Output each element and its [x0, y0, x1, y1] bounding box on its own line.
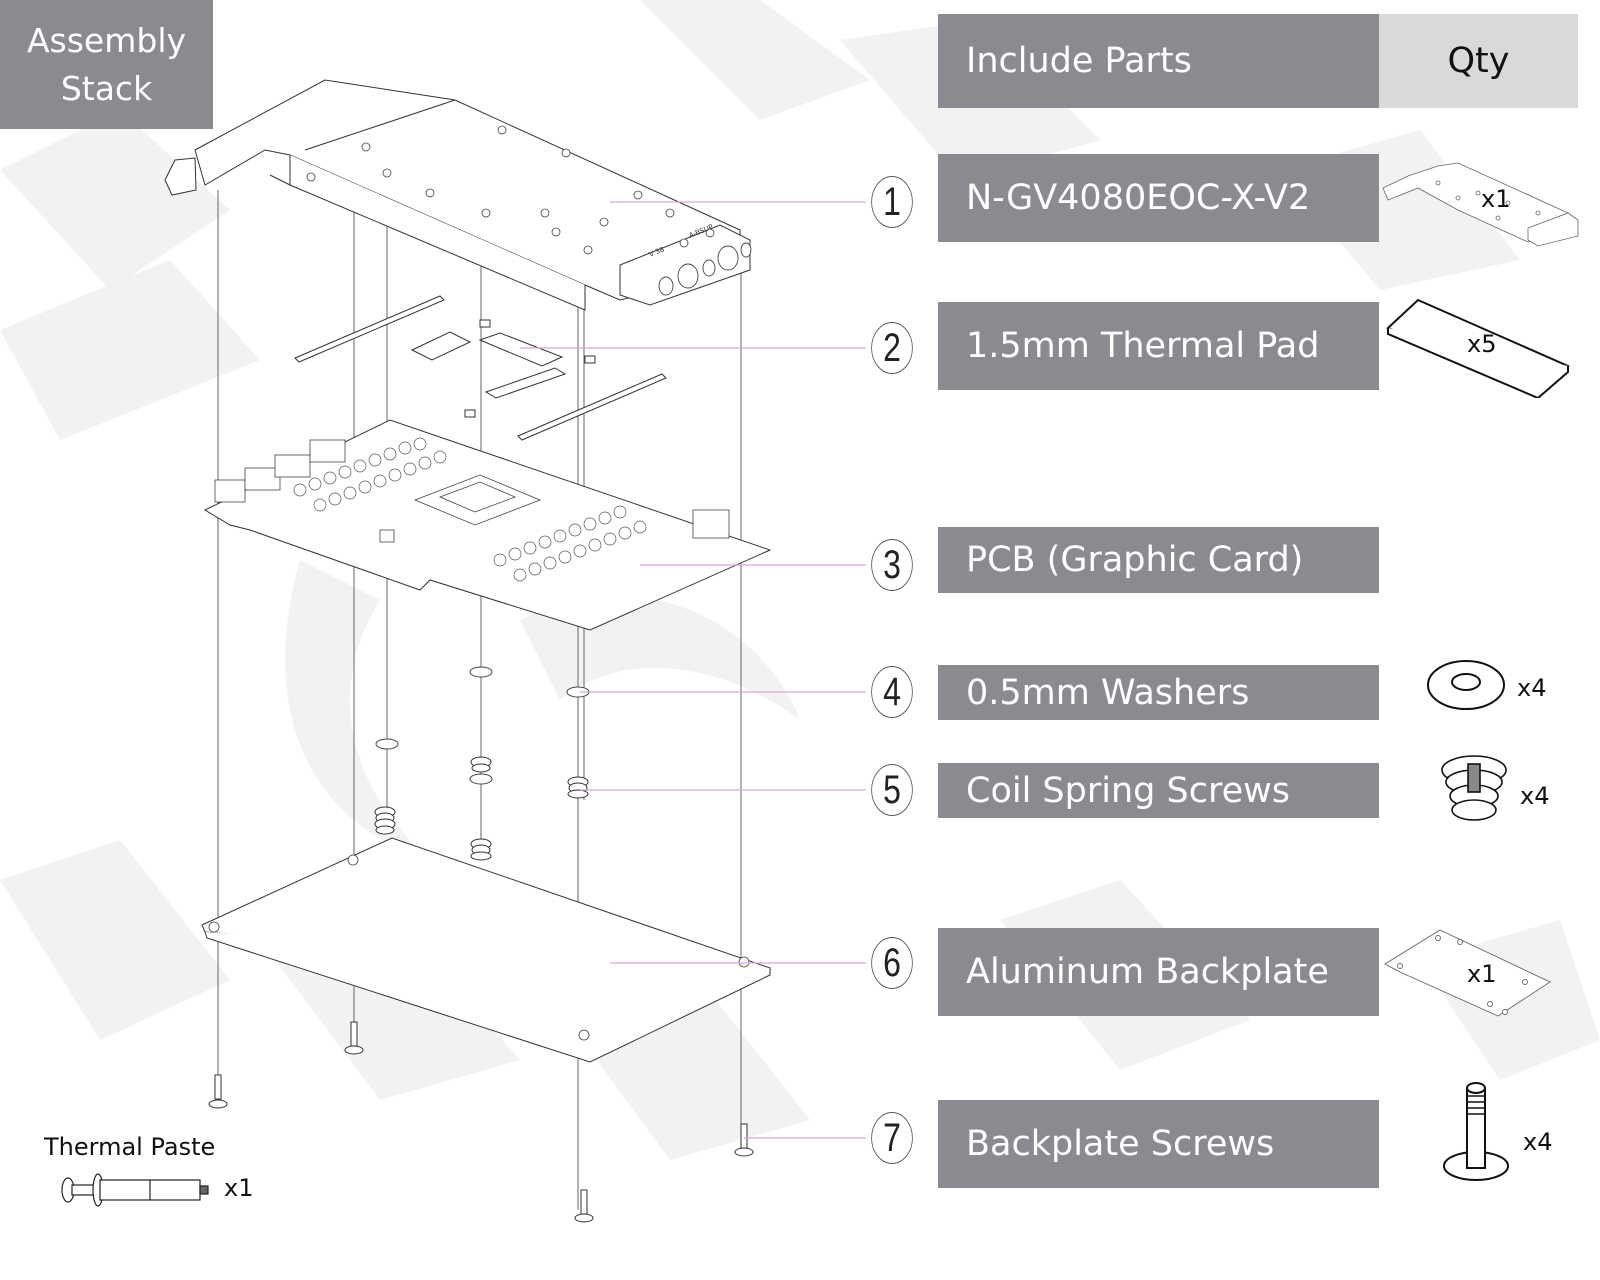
part-row-3-name: PCB (Graphic Card)	[938, 527, 1379, 593]
backplate-icon	[1384, 929, 1551, 1017]
waterblock-drawing: A-BSUP V 38	[164, 79, 752, 311]
washer-icon	[1427, 660, 1505, 710]
part-row-5-name: Coil Spring Screws	[938, 763, 1379, 818]
qty-row-6: x1	[1467, 960, 1497, 988]
syringe-icon	[61, 1173, 209, 1207]
exploded-diagram: A-BSUP V 38	[61, 79, 866, 1223]
callout-6: 6	[871, 937, 913, 989]
part-row-2-name: 1.5mm Thermal Pad	[938, 302, 1379, 390]
backplate-screw-icon	[1443, 1082, 1509, 1181]
callout-7: 7	[871, 1112, 913, 1164]
part-row-6-name: Aluminum Backplate	[938, 928, 1379, 1016]
callout-3: 3	[871, 539, 913, 591]
waterblock-icon	[1382, 162, 1579, 247]
qty-header: Qty	[1379, 14, 1578, 108]
part-row-1-name: N-GV4080EOC-X-V2	[938, 154, 1379, 242]
callout-2: 2	[871, 322, 913, 374]
part-row-4-name: 0.5mm Washers	[938, 665, 1379, 720]
assembly-title-line2: Stack	[60, 68, 153, 108]
include-parts-header: Include Parts	[938, 14, 1379, 108]
thermal-paste-label: Thermal Paste	[44, 1133, 216, 1161]
parts-table-header: Include Parts Qty	[938, 14, 1578, 108]
qty-row-7: x4	[1523, 1128, 1553, 1156]
backplate-drawing	[201, 837, 772, 1063]
coil-springs-drawing	[374, 756, 589, 861]
thermal-pad-icon	[1386, 298, 1570, 398]
qty-row-5: x4	[1520, 782, 1550, 810]
backplate-screws-drawing	[208, 1021, 754, 1223]
callout-1: 1	[871, 176, 913, 228]
callout-4: 4	[871, 666, 913, 718]
assembly-title-line1: Assembly	[26, 20, 187, 60]
qty-row-2: x5	[1467, 330, 1497, 358]
thermal-paste-qty: x1	[224, 1174, 254, 1202]
callout-5: 5	[871, 764, 913, 816]
qty-row-4: x4	[1517, 674, 1547, 702]
qty-row-1: x1	[1481, 185, 1511, 213]
part-row-7-name: Backplate Screws	[938, 1100, 1379, 1188]
coil-spring-screw-icon	[1441, 755, 1507, 821]
pcb-drawing	[203, 419, 772, 631]
assembly-stack-badge: Assembly Stack	[0, 0, 213, 129]
thermal-pads-drawing	[294, 295, 667, 441]
guide-lines	[217, 190, 742, 1210]
leader-lines	[520, 201, 866, 1139]
